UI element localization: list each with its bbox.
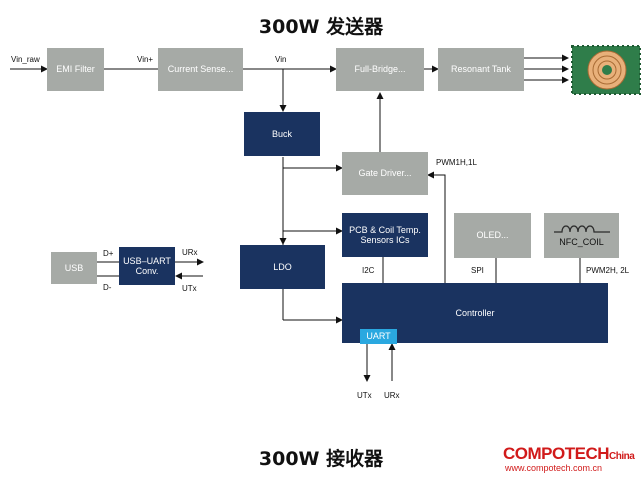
nfc-coil-block: NFC_COIL	[544, 213, 619, 258]
urx-top-label: URx	[182, 248, 198, 257]
full-bridge-label: Full-Bridge...	[354, 64, 406, 75]
current-sense-block: Current Sense...	[158, 48, 243, 91]
inductor-coil-icon	[553, 225, 610, 233]
logo-suffix-text: China	[609, 451, 635, 462]
pcb-coil-temp-label: PCB & Coil Temp. Sensors ICs	[349, 224, 421, 245]
resonant-tank-block: Resonant Tank	[438, 48, 524, 91]
usb-uart-block: USB–UART Conv.	[119, 247, 175, 285]
current-sense-label: Current Sense...	[167, 64, 234, 75]
urx-bottom-label: URx	[384, 391, 400, 400]
d-minus-label: D-	[103, 283, 112, 292]
usb-uart-label: USB–UART Conv.	[123, 255, 171, 276]
vin-label: Vin	[275, 55, 287, 64]
controller-label: Controller	[455, 307, 495, 318]
transmitter-title: 300W 发送器	[258, 16, 384, 38]
full-bridge-block: Full-Bridge...	[336, 48, 424, 91]
uart-label: UART	[366, 331, 391, 342]
uart-block: UART	[360, 329, 397, 344]
pwm1-line	[427, 171, 446, 283]
emi-filter-block: EMI Filter	[47, 48, 104, 91]
ldo-label: LDO	[273, 261, 292, 272]
pcb-coil-temp-block: PCB & Coil Temp. Sensors ICs	[342, 213, 428, 257]
oled-label: OLED...	[476, 230, 509, 241]
vin-raw-label: Vin_raw	[11, 55, 40, 64]
usb-label: USB	[64, 262, 84, 273]
vin-plus-label: Vin+	[137, 55, 154, 64]
buck-block: Buck	[244, 112, 320, 156]
spi-label: SPI	[471, 266, 484, 275]
logo-main-text: COMPOTECH	[503, 444, 610, 463]
compotech-logo: COMPOTECHChina	[503, 444, 635, 464]
i2c-label: I2C	[362, 266, 375, 275]
nfc-coil-label: NFC_COIL	[559, 237, 604, 248]
usb-block: USB	[51, 252, 97, 284]
logo-url: www.compotech.com.cn	[505, 463, 603, 473]
pwm2-label: PWM2H, 2L	[586, 266, 630, 275]
wireless-charging-coil-icon	[571, 45, 641, 95]
buck-label: Buck	[271, 128, 292, 139]
utx-bottom-label: UTx	[357, 391, 372, 400]
oled-block: OLED...	[454, 213, 531, 258]
ldo-block: LDO	[240, 245, 325, 289]
resonant-tank-label: Resonant Tank	[451, 64, 511, 75]
receiver-title: 300W 接收器	[258, 448, 384, 470]
pwm1-label: PWM1H,1L	[436, 158, 477, 167]
utx-top-label: UTx	[182, 284, 197, 293]
gate-driver-block: Gate Driver...	[342, 152, 428, 195]
emi-filter-label: EMI Filter	[56, 64, 95, 75]
gate-driver-label: Gate Driver...	[358, 168, 412, 179]
d-plus-label: D+	[103, 249, 114, 258]
